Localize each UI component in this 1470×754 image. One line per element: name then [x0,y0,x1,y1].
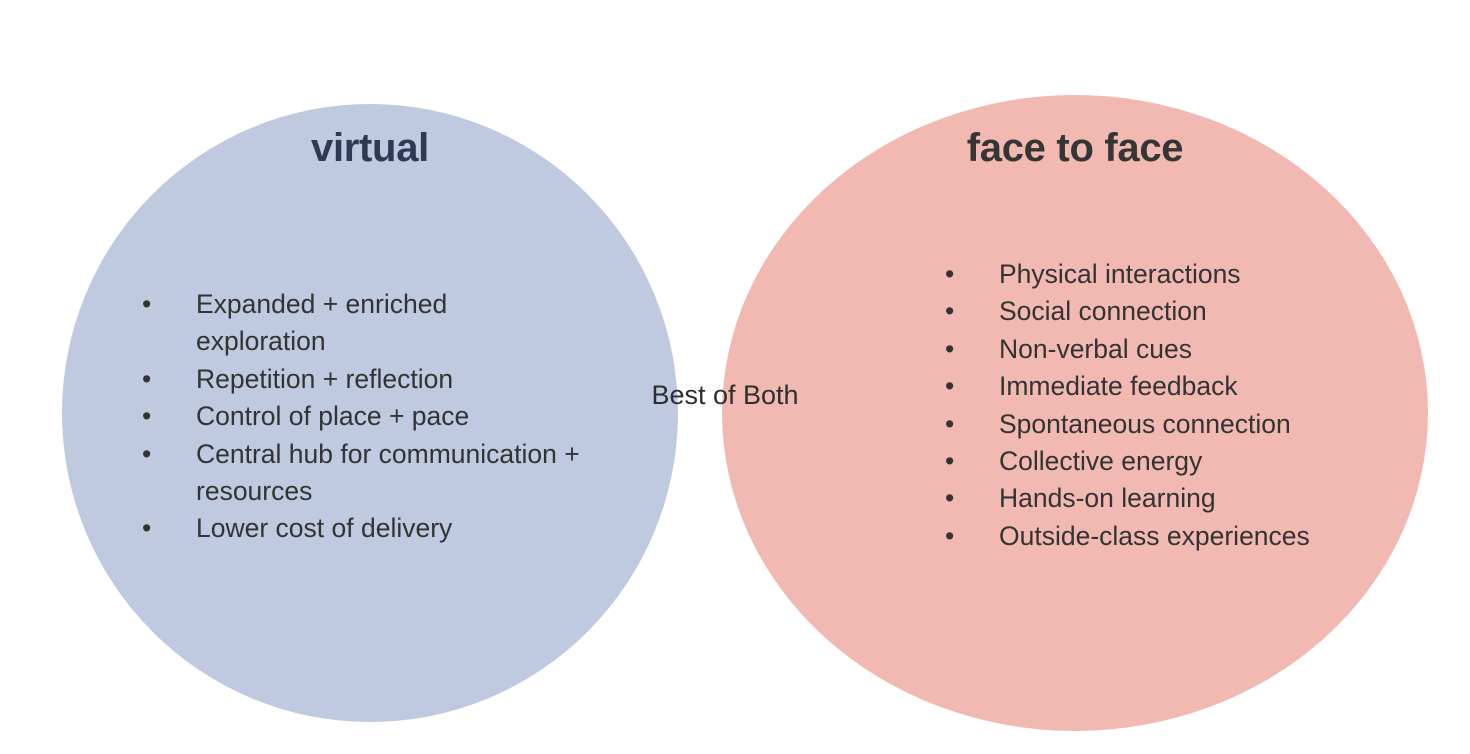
list-item: • Outside-class experiences [935,518,1405,555]
list-item: • Collective energy [935,443,1405,480]
right-circle-list: • Physical interactions • Social connection… [935,256,1405,555]
list-item: • Central hub for communication + resourc… [132,436,584,511]
bullet-icon: • [945,259,955,289]
list-item-label: Collective energy [999,446,1203,477]
bullet-icon: • [142,438,152,469]
list-item-label: Spontaneous connection [999,408,1291,439]
bullet-icon: • [142,513,152,544]
bullet-icon: • [945,483,955,514]
bullet-icon: • [142,401,152,432]
list-item-label: Expanded + enriched exploration [196,289,448,357]
list-item-label: Social connection [999,296,1207,327]
left-circle-title: virtual [311,126,429,170]
list-item: • Physical interactions [935,256,1405,293]
list-item: • Lower cost of delivery [132,510,584,547]
list-item: • Repetition + reflection [132,361,584,398]
list-item: • Immediate feedback [935,368,1405,405]
left-circle-list: • Expanded + enriched exploration • Repetit… [132,286,584,548]
left-circle-shape[interactable] [62,104,678,722]
list-item-label: Physical interactions [999,259,1241,289]
list-item-label: Control of place + pace [196,401,470,432]
list-item: • Hands-on learning [935,480,1405,517]
list-item-label: Outside-class experiences [999,520,1310,551]
list-item-label: Non-verbal cues [999,333,1192,364]
list-item-label: Immediate feedback [999,371,1238,402]
bullet-icon: • [142,363,152,394]
list-item-label: Central hub for communication + resource… [196,438,580,507]
list-item-label: Lower cost of delivery [196,513,453,544]
bullet-icon: • [945,446,955,477]
bullet-icon: • [945,333,955,364]
bullet-icon: • [945,408,955,439]
bullet-icon: • [945,371,955,402]
bullet-icon: • [142,289,152,319]
right-circle-shape[interactable] [722,95,1428,731]
right-circle-title: face to face [966,126,1184,170]
list-item: • Non-verbal cues [935,331,1405,368]
list-item: • Social connection [935,293,1405,330]
list-item: • Spontaneous connection [935,406,1405,443]
overlap-label: Best of Both [651,380,799,410]
bullet-icon: • [945,520,955,551]
bullet-icon: • [945,296,955,327]
list-item: • Expanded + enriched exploration [132,286,584,361]
list-item-label: Hands-on learning [999,483,1216,514]
list-item-label: Repetition + reflection [196,363,454,394]
list-item: • Control of place + pace [132,398,584,435]
